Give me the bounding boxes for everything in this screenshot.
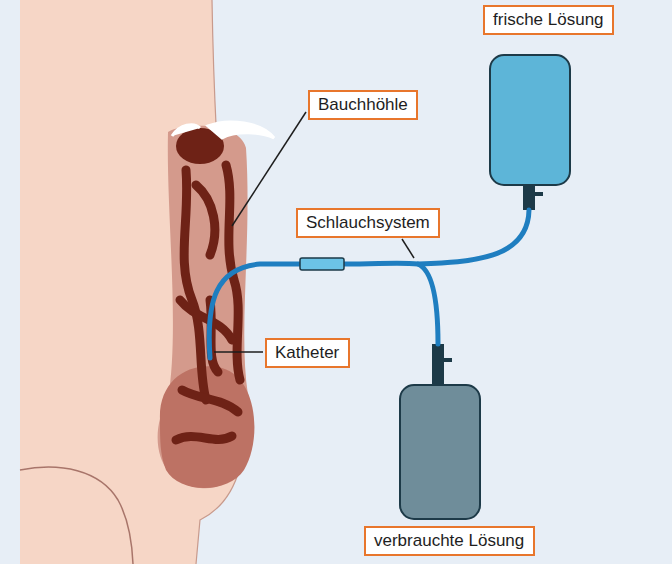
used-solution-bag: [400, 385, 480, 519]
fresh-solution-bag: [490, 55, 570, 185]
bag-neck: [432, 344, 444, 386]
label-box: Schlauchsystem: [296, 208, 440, 238]
bag-neck: [523, 184, 535, 210]
label-text: frische Lösung: [493, 9, 604, 31]
tube-connector: [300, 258, 344, 270]
label-text: Katheter: [275, 342, 339, 364]
intestines: [176, 165, 240, 440]
label-text: Bauchhöhle: [318, 94, 408, 116]
bag-valve: [535, 192, 543, 196]
bag-valve: [444, 358, 452, 362]
label-text: Schlauchsystem: [306, 212, 430, 234]
label-text: verbrauchte Lösung: [374, 530, 524, 552]
label-box: verbrauchte Lösung: [364, 526, 535, 556]
label-box: Bauchhöhle: [308, 90, 418, 120]
label-box: frische Lösung: [483, 5, 614, 35]
diaphragm: [172, 122, 274, 138]
body-crease: [20, 467, 133, 564]
label-box: Katheter: [265, 338, 350, 368]
